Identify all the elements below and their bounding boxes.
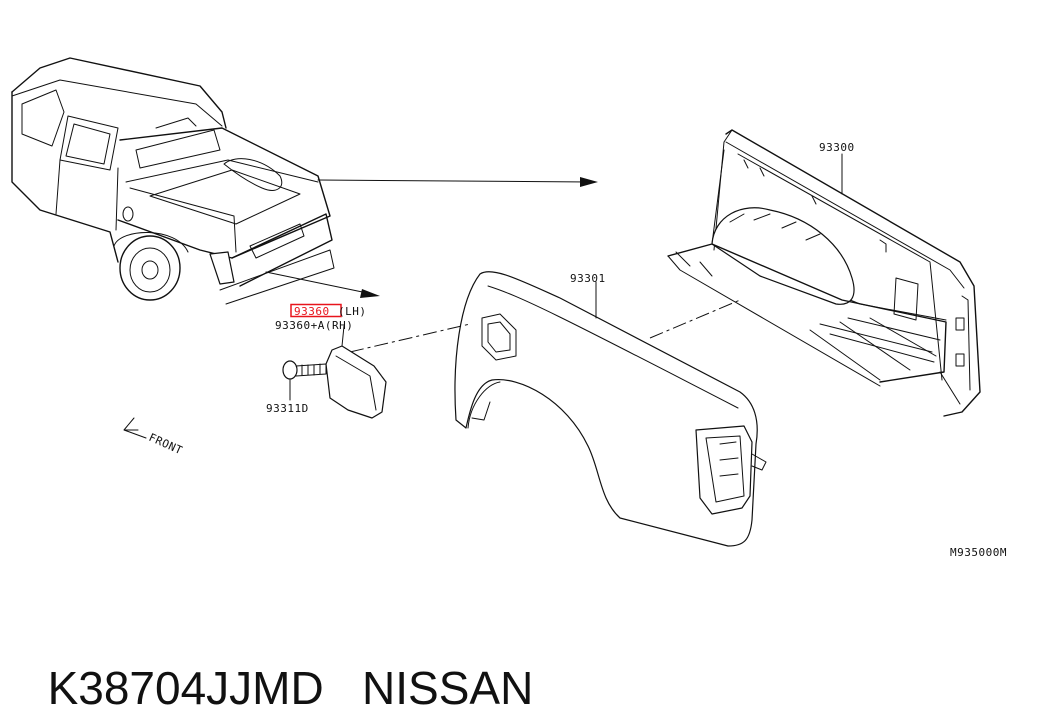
highlight-box-93360 — [290, 303, 342, 318]
callout-93300: 93300 — [819, 141, 855, 154]
fuel-lid-illustration — [325, 325, 387, 419]
front-label: FRONT — [147, 431, 185, 457]
footer-brand: NISSAN — [362, 662, 534, 714]
callout-93311d: 93311D — [266, 402, 309, 415]
callout-93301: 93301 — [570, 272, 606, 285]
lid-dashed-leader — [349, 323, 471, 353]
callout-93360-lh-suffix: (LH) — [338, 305, 367, 318]
bolt-illustration — [282, 360, 327, 401]
bed-box-illustration — [667, 129, 981, 417]
diagram-code: M935000M — [950, 546, 1007, 559]
parts-diagram: 93300 93301 93360 (LH) 93360+A(RH) 93311… — [11, 57, 1007, 559]
footer-part-number: K38704JJMD — [47, 662, 324, 714]
footer-caption: K38704JJMD NISSAN — [22, 598, 534, 714]
fender-illustration — [454, 271, 767, 547]
callout-93360-rh: 93360+A(RH) — [275, 319, 353, 332]
bed-dashed-leader — [649, 299, 741, 339]
callout-93360-lh-number: 93360 — [294, 305, 330, 318]
leader-arrows — [265, 177, 598, 298]
front-arrow-icon — [123, 417, 147, 439]
truck-overview-illustration — [11, 57, 335, 305]
